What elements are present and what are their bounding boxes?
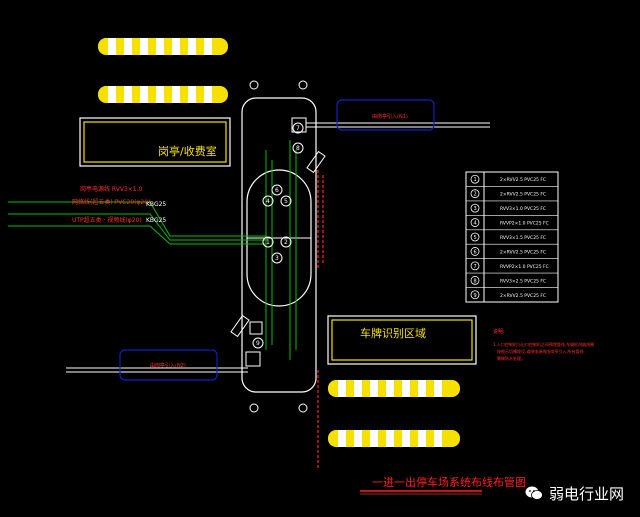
- svg-text:需做防水处理。: 需做防水处理。: [497, 355, 525, 361]
- svg-text:说明:: 说明:: [493, 328, 505, 335]
- plate-zone-label: 车牌识别区域: [360, 326, 426, 340]
- legend-text: 2×RVV2.5 PVC25 FC: [500, 177, 546, 183]
- legend-text: RVV3×2.5 PVC25 FC: [500, 278, 546, 284]
- speed-bump-bottom-2: [328, 430, 460, 447]
- booth-label: 岗亭/收费室: [158, 144, 217, 158]
- svg-text:9: 9: [256, 340, 260, 347]
- legend-bubble: [470, 174, 480, 184]
- legend-number: 6: [474, 249, 477, 255]
- legend-bubble: [470, 189, 480, 199]
- legend-text: RVVP2×1.0 PVC25 FC: [500, 221, 549, 227]
- svg-text:3: 3: [275, 255, 279, 262]
- booth-room: 岗亭/收费室: [79, 117, 231, 167]
- watermark: 弱电行业网: [525, 483, 624, 503]
- legend-number: 1: [474, 177, 477, 183]
- svg-text:8: 8: [296, 145, 300, 152]
- cable-specs: 岗亭电源线 RVV3×1.0 网络线(超五类) PVC20(φ20) KBG25…: [72, 185, 166, 224]
- legend-number: 4: [474, 221, 477, 227]
- svg-text:1.入口控制机与出口控制机之间预埋管线,车辆检测器线圈: 1.入口控制机与出口控制机之间预埋管线,车辆检测器线圈: [493, 341, 594, 347]
- legend-text: RVVP2×1.0 PVC25 FC: [500, 264, 549, 270]
- detection-loops: [317, 170, 324, 470]
- legend-text: RVV3×1.5 PVC25 FC: [500, 235, 546, 241]
- cable-spec-2-conduit: KBG25: [146, 201, 166, 208]
- legend-text: RVV3×1.0 PVC25 FC: [500, 206, 546, 212]
- legend-text: 2×RVV2.5 PVC25 FC: [500, 249, 546, 255]
- svg-text:由岗亭引入(N1): 由岗亭引入(N1): [372, 113, 408, 120]
- central-island: [241, 80, 317, 413]
- legend-bubble: [470, 275, 480, 285]
- drawing-title: 一进一出停车场系统布线布管图: [360, 475, 526, 495]
- legend-text: 2×RVV2.5 PVC25 FC: [500, 192, 546, 198]
- svg-text:由岗亭引入(N2): 由岗亭引入(N2): [150, 362, 186, 369]
- legend-bubble: [470, 290, 480, 300]
- legend-bubble: [470, 247, 480, 256]
- svg-text:按图示切槽埋设,道闸电源线由岗亭引入,所有管线: 按图示切槽埋设,道闸电源线由岗亭引入,所有管线: [497, 348, 584, 354]
- legend-number: 3: [474, 206, 477, 212]
- cable-spec-3-conduit: KBG25: [146, 217, 166, 224]
- legend-bubble: [470, 232, 480, 242]
- cable-spec-2: 网络线(超五类) PVC20(φ20): [72, 198, 150, 206]
- speed-bump-bottom-1: [328, 380, 460, 397]
- svg-text:4: 4: [266, 198, 270, 205]
- speed-bump-top-1: [98, 38, 228, 55]
- top-info-box: 由岗亭引入(N1): [336, 99, 435, 131]
- legend-number: 5: [474, 235, 477, 241]
- green-cables: [8, 140, 297, 360]
- svg-text:1: 1: [266, 239, 270, 246]
- bottom-info-box: 由岗亭引入(N2): [119, 349, 218, 381]
- svg-text:6: 6: [275, 187, 279, 194]
- legend-number: 9: [474, 293, 477, 299]
- plate-zone: 车牌识别区域: [327, 315, 477, 365]
- legend-number: 8: [474, 278, 477, 284]
- devices: [230, 117, 326, 367]
- watermark-text: 弱电行业网: [548, 484, 624, 503]
- speed-bump-top-2: [98, 86, 228, 103]
- island-bubbles: 7 8 6 4 1 5 2 3 9: [252, 122, 304, 349]
- svg-text:5: 5: [284, 198, 288, 205]
- legend-number: 7: [474, 264, 477, 270]
- wechat-icon: [525, 485, 543, 501]
- legend-number: 2: [474, 192, 477, 198]
- cable-spec-3: UTP超五类 · 视频线(φ20): [72, 216, 142, 224]
- legend-bubble: [470, 203, 480, 213]
- title-text: 一进一出停车场系统布线布管图: [372, 475, 526, 489]
- legend-text: 2×RVV2.5 PVC25 FC: [500, 293, 546, 299]
- svg-text:7: 7: [296, 125, 300, 132]
- legend-bubble: [470, 261, 480, 271]
- cable-spec-1: 岗亭电源线 RVV3×1.0: [80, 185, 143, 193]
- notes: 说明: 1.入口控制机与出口控制机之间预埋管线,车辆检测器线圈 按图示切槽埋设,…: [493, 328, 594, 361]
- svg-text:2: 2: [284, 239, 288, 246]
- legend-bubble: [470, 218, 480, 227]
- barrier-arms: [66, 122, 490, 373]
